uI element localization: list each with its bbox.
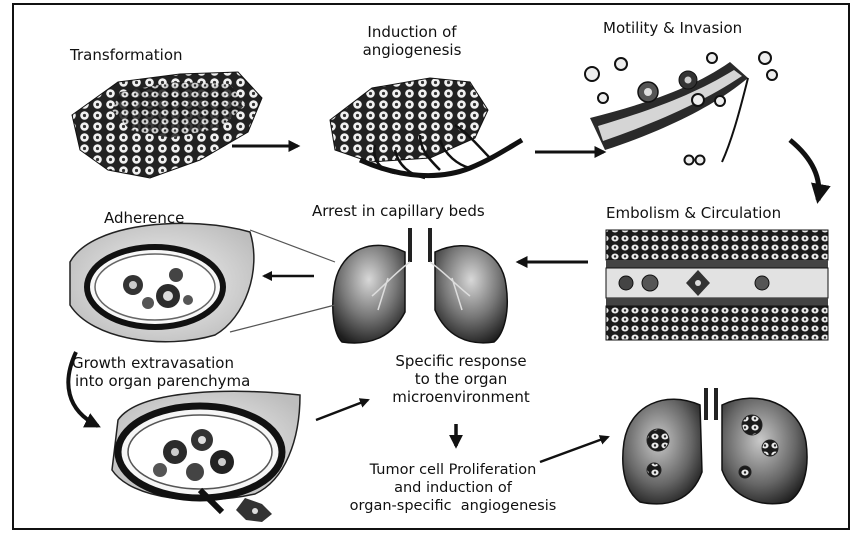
label-growth-line2: into organ parenchyma bbox=[72, 372, 250, 390]
lungs-tumour bbox=[623, 388, 807, 504]
lungs-middle bbox=[333, 228, 507, 343]
label-proliferation: Tumor cell Proliferation and induction o… bbox=[322, 461, 584, 515]
label-specific-line2: to the organ bbox=[376, 370, 546, 388]
growth-bubble bbox=[112, 391, 300, 522]
transformation-tissue bbox=[72, 72, 262, 178]
label-growth: Growth extravasation into organ parenchy… bbox=[72, 354, 250, 390]
label-prolif-line2: and induction of bbox=[322, 479, 584, 497]
label-angiogenesis: Induction of angiogenesis bbox=[362, 23, 462, 59]
label-adherence: Adherence bbox=[104, 209, 184, 227]
label-specific-line3: microenvironment bbox=[376, 388, 546, 406]
label-motility: Motility & Invasion bbox=[603, 19, 742, 37]
label-arrest: Arrest in capillary beds bbox=[312, 202, 485, 220]
motility-vessel bbox=[585, 52, 777, 165]
label-angiogenesis-line2: angiogenesis bbox=[362, 41, 462, 59]
arrow-to-specific-response bbox=[316, 400, 368, 420]
label-transformation: Transformation bbox=[70, 46, 183, 64]
angiogenesis-tissue bbox=[330, 78, 522, 178]
adherence-bubble bbox=[70, 223, 254, 341]
label-angiogenesis-line1: Induction of bbox=[362, 23, 462, 41]
embolism-vessel bbox=[606, 230, 828, 340]
label-embolism: Embolism & Circulation bbox=[606, 204, 781, 222]
arrow-to-tumour-lungs bbox=[540, 437, 608, 462]
label-specific-response: Specific response to the organ microenvi… bbox=[376, 352, 546, 406]
label-prolif-line3: organ-specific angiogenesis bbox=[322, 497, 584, 515]
arrow-to-embolism bbox=[790, 140, 819, 200]
label-specific-line1: Specific response bbox=[376, 352, 546, 370]
label-growth-line1: Growth extravasation bbox=[72, 354, 250, 372]
label-prolif-line1: Tumor cell Proliferation bbox=[322, 461, 584, 479]
